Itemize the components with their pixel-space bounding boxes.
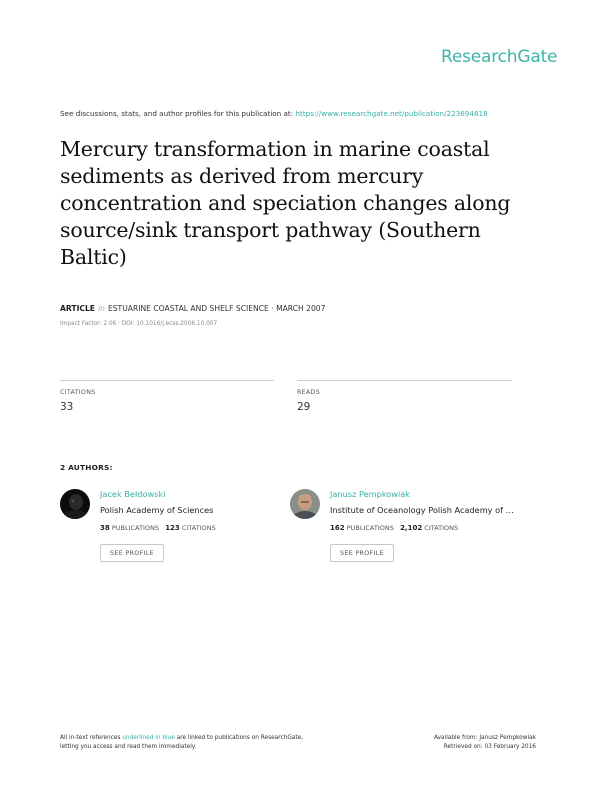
- footer-line: letting you access and read them immedia…: [60, 744, 197, 750]
- author-name[interactable]: Janusz Pempkowiak: [330, 489, 411, 499]
- impact-factor-doi: Impact Factor: 2.06 · DOI: 10.1016/j.ecs…: [60, 321, 218, 327]
- discussion-text: See discussions, stats, and author profi…: [60, 109, 294, 118]
- publications-count: 162: [330, 524, 345, 532]
- footer-left: All in-text references underlined in blu…: [60, 734, 303, 752]
- publications-label: PUBLICATIONS: [111, 524, 159, 532]
- journal-name: ESTUARINE COASTAL AND SHELF SCIENCE · MA…: [107, 304, 326, 313]
- publications-label: PUBLICATIONS: [346, 524, 394, 532]
- author-stats: 38 PUBLICATIONS 123 CITATIONS: [100, 524, 216, 532]
- title-line: concentration and speciation changes alo…: [60, 191, 511, 215]
- authors-heading: 2 AUTHORS:: [60, 463, 113, 472]
- discussion-line: See discussions, stats, and author profi…: [60, 109, 488, 118]
- reads-divider: [297, 380, 512, 381]
- title-line: sediments as derived from mercury: [60, 164, 424, 188]
- footer-text: are linked to publications on ResearchGa…: [176, 735, 304, 741]
- citations-divider: [60, 380, 274, 381]
- citations-count: 2,102: [400, 524, 423, 532]
- article-type: ARTICLE: [60, 304, 95, 313]
- reads-label: READS: [297, 389, 321, 396]
- citations-label: CITATIONS: [424, 524, 459, 532]
- citations-count: 123: [165, 524, 180, 532]
- publications-count: 38: [100, 524, 110, 532]
- see-profile-button[interactable]: SEE PROFILE: [330, 544, 394, 562]
- available-from: Available from: Janusz Pempkowiak: [433, 735, 536, 741]
- reads-count: 29: [297, 401, 311, 413]
- paper-title: Mercury transformation in marine coastal…: [60, 136, 530, 271]
- footer-right: Available from: Janusz Pempkowiak Retrie…: [434, 734, 536, 752]
- title-line: Mercury transformation in marine coastal: [60, 137, 490, 161]
- researchgate-logo[interactable]: ResearchGate: [441, 47, 558, 67]
- author-stats: 162 PUBLICATIONS 2,102 CITATIONS: [330, 524, 458, 532]
- footer-text: All in-text references: [60, 735, 121, 741]
- publication-link[interactable]: https://www.researchgate.net/publication…: [295, 109, 488, 118]
- in-word: in: [98, 304, 105, 313]
- avatar[interactable]: [290, 489, 320, 519]
- title-line: Baltic): [60, 245, 127, 269]
- footer-line: All in-text references underlined in blu…: [60, 734, 303, 743]
- see-profile-button[interactable]: SEE PROFILE: [100, 544, 164, 562]
- retrieved-on: Retrieved on: 03 February 2016: [443, 744, 536, 750]
- title-line: source/sink transport pathway (Southern: [60, 218, 481, 242]
- citations-count: 33: [60, 401, 74, 413]
- author-name[interactable]: Jacek Bełdowski: [100, 489, 166, 499]
- citations-label: CITATIONS: [60, 389, 96, 396]
- underlined-link-note[interactable]: underlined in blue: [122, 735, 175, 741]
- avatar[interactable]: [60, 489, 90, 519]
- author-institution: Polish Academy of Sciences: [100, 505, 214, 515]
- citations-label: CITATIONS: [181, 524, 216, 532]
- author-institution: Institute of Oceanology Polish Academy o…: [330, 505, 514, 515]
